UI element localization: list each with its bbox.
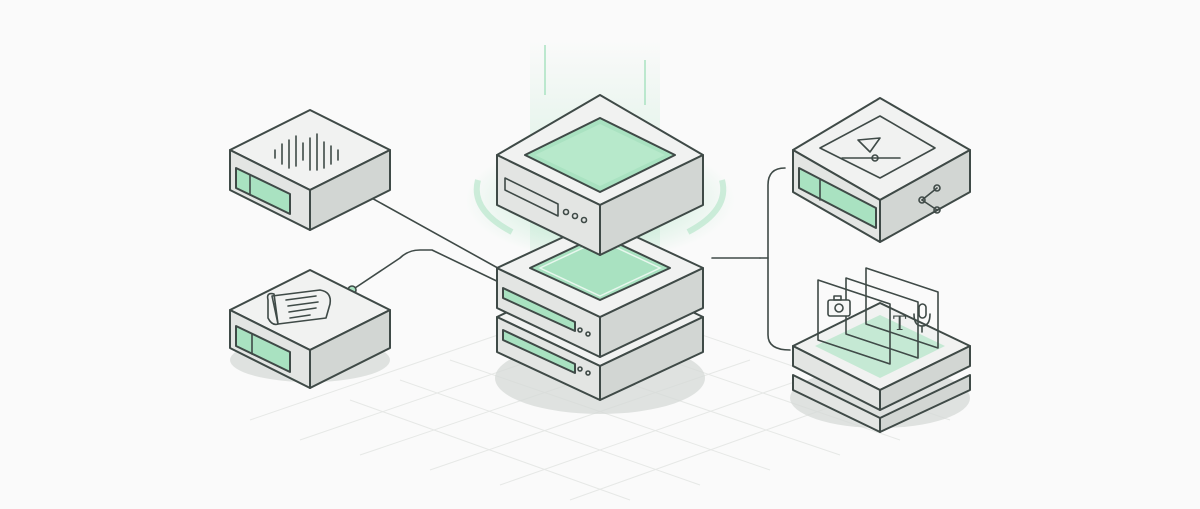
share-icon: [918, 184, 941, 214]
camera-icon: [827, 295, 851, 317]
scroll-document-icon: [266, 289, 332, 326]
glow-rings: [473, 179, 727, 235]
text-icon: T: [893, 311, 907, 335]
edge-document-to-hub: [351, 249, 506, 291]
edge-audio-to-hub: [367, 195, 506, 273]
microphone-icon: [913, 303, 931, 333]
play-icon: [819, 115, 936, 179]
edge-branch: [767, 167, 791, 351]
multimodal-output-box[interactable]: T: [790, 267, 971, 433]
central-hub-stack[interactable]: [495, 219, 705, 414]
connection-lines: [347, 167, 791, 351]
central-hub-top[interactable]: [496, 94, 704, 256]
video-output-box[interactable]: [792, 97, 971, 243]
audio-source-box[interactable]: [229, 109, 391, 231]
document-source-box[interactable]: [229, 269, 391, 389]
waveform-icon: [274, 133, 339, 171]
media-cards-icon: T: [817, 267, 939, 365]
